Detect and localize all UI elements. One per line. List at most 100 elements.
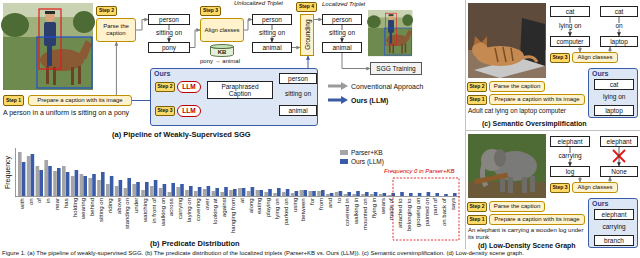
axis-label: painted on — [424, 198, 430, 226]
axis-label: laying on — [186, 198, 192, 222]
text-label: Localized Triplet — [322, 1, 365, 8]
photo-elephant — [468, 134, 546, 198]
bar — [57, 168, 61, 196]
edge-label: carrying — [558, 153, 583, 160]
node-text: Step 3 — [552, 185, 567, 191]
photo-cat-laptop — [468, 3, 546, 78]
legend-item: Ours (LLM) — [328, 96, 388, 104]
bar — [444, 194, 448, 196]
photo-elephant — [474, 173, 508, 185]
bar — [326, 194, 330, 196]
photo-cat-laptop — [468, 3, 546, 78]
photo-person-pony — [78, 66, 81, 84]
node-text: Step 1 — [6, 98, 21, 104]
axis-label: has — [63, 198, 69, 208]
node-text: elephant — [607, 138, 632, 145]
text-label: (d) Low-Density Scene Graph — [478, 242, 576, 250]
zero-frequency-box — [393, 178, 459, 240]
bar — [321, 190, 325, 196]
bar — [423, 196, 427, 197]
edge-label: lying on — [558, 23, 582, 30]
bar — [180, 184, 184, 196]
axis-label: watching — [142, 198, 148, 222]
entity-box: Paraphrased Caption — [207, 81, 273, 99]
bar — [110, 176, 114, 196]
bar — [409, 193, 413, 196]
axis-label: part of — [432, 198, 438, 215]
legend-arrow — [328, 82, 348, 90]
bar — [119, 180, 123, 196]
bar — [282, 192, 286, 196]
axis-label: walking on — [160, 198, 166, 226]
bar-group — [18, 152, 457, 196]
bar — [159, 188, 163, 196]
axis-label: over — [204, 198, 210, 210]
node-text: Parse the caption — [494, 203, 541, 210]
photo-person-pony — [1, 3, 95, 90]
bar — [39, 170, 43, 196]
bar — [242, 188, 246, 196]
node-text: Step 3 — [157, 108, 172, 114]
node-text: Prepare a caption with its image — [494, 216, 579, 223]
edge-label: sitting on — [328, 30, 356, 37]
bar — [361, 194, 365, 196]
bar — [356, 191, 360, 196]
entity-box: None — [600, 166, 638, 177]
bar — [189, 186, 193, 196]
axis-label: using — [292, 198, 298, 212]
kb-shape — [211, 45, 234, 49]
bar — [247, 191, 251, 196]
legend-text: Conventional Approach — [351, 83, 423, 90]
bar — [48, 166, 52, 196]
bar — [141, 190, 145, 196]
connector — [136, 20, 148, 31]
axis-label: flying in — [371, 198, 377, 218]
axis-label: behind — [89, 198, 95, 216]
panel-divider — [465, 0, 466, 249]
legend-arrow — [328, 96, 348, 104]
axis-label: against — [221, 198, 227, 217]
axis-label: to — [336, 198, 342, 203]
axis-label: carrying — [177, 198, 183, 219]
llm-box: LLM — [177, 81, 201, 93]
text-label: Unlocalized Triplet — [234, 0, 283, 7]
step-box: Prepare a caption with its image — [28, 95, 132, 106]
entity-box: person — [279, 73, 317, 84]
bar — [136, 182, 140, 196]
bar — [347, 192, 351, 196]
step-badge: Step 1 — [467, 215, 487, 225]
axis-label: along — [248, 198, 254, 213]
node-text: pony — [162, 44, 176, 51]
bar — [268, 189, 272, 196]
grounding-box: Grounding — [300, 14, 314, 56]
axis-label: across — [168, 198, 174, 216]
bar — [335, 192, 339, 196]
kb-cylinder: KB — [210, 44, 234, 57]
bar — [300, 190, 304, 196]
step-badge: Step 3 — [550, 183, 570, 193]
node-text: Step 2 — [157, 84, 172, 90]
connector — [244, 20, 252, 31]
entity-box: elephant — [600, 136, 638, 147]
bar — [400, 192, 404, 196]
photo-person-pony — [73, 11, 95, 33]
photo-cat-laptop — [523, 57, 537, 62]
axis-label: mounted on — [362, 198, 368, 230]
bar — [127, 178, 131, 196]
axis-label: made of — [388, 198, 394, 220]
bar — [388, 195, 392, 196]
legend-item: Ours (LLM) — [340, 158, 384, 165]
node-text: animal — [262, 44, 281, 51]
axis-label: between — [300, 198, 306, 221]
bar — [449, 196, 453, 197]
axis-label: says — [450, 198, 456, 210]
node-text: None — [611, 168, 627, 175]
node-text: animal — [288, 107, 307, 114]
bar — [312, 191, 316, 196]
node-text: Step 2 — [469, 84, 484, 90]
bar — [303, 190, 307, 196]
bar — [339, 191, 343, 196]
node-text: Prepare a caption with its image — [494, 96, 579, 103]
text-label: (b) Predicate Distribution — [150, 240, 240, 249]
bar — [233, 189, 237, 196]
